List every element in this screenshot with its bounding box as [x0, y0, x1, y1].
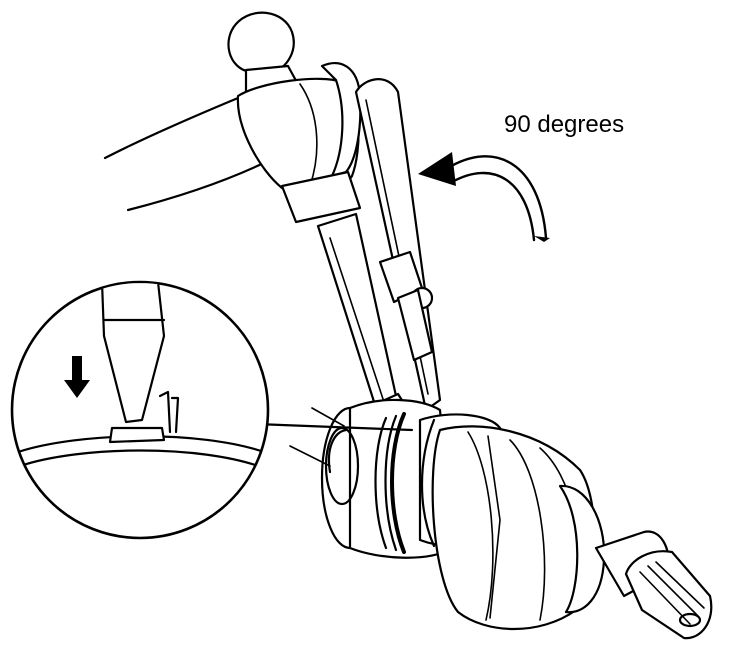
detail-leader-line: [254, 422, 414, 432]
hammer-face: [320, 62, 362, 178]
detail-circle: [10, 280, 270, 540]
hammer-collar: [280, 170, 362, 224]
detail-punch: [100, 283, 166, 424]
detail-surface-inner: [18, 449, 266, 470]
punch-body: [316, 212, 398, 410]
shaft-center-hole: [678, 612, 702, 628]
rotation-label: 90 degrees: [504, 111, 624, 138]
punch-tool: [316, 78, 442, 432]
hammer: [227, 11, 362, 224]
detail-band-tab: [108, 426, 166, 444]
hand-outline: [103, 96, 272, 212]
cv-joint: [320, 398, 713, 640]
joint-housing: [431, 425, 596, 631]
hammer-peen: [227, 11, 295, 76]
arrow-head-icon: [418, 152, 456, 186]
clamp-lever: [396, 288, 434, 362]
down-arrow-icon: [64, 356, 90, 398]
rotation-arrow: [418, 152, 550, 242]
spline-shaft: [624, 550, 713, 640]
hammer-head: [236, 77, 360, 196]
housing-ring: [558, 484, 606, 614]
